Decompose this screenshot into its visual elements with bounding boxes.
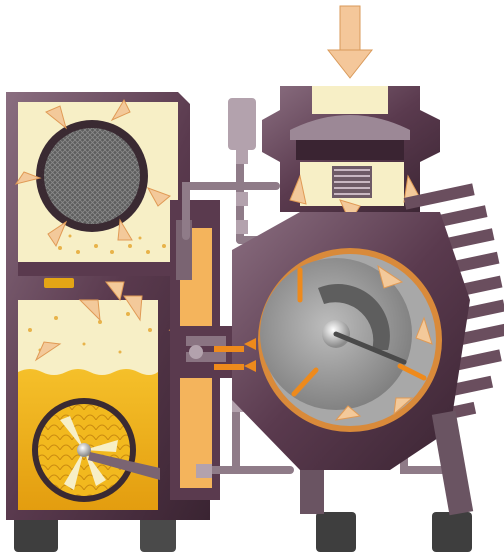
foot-right [432, 512, 472, 552]
foot-mid [316, 512, 356, 552]
exhaust-filter [36, 120, 148, 232]
intake-arrow [328, 6, 372, 78]
